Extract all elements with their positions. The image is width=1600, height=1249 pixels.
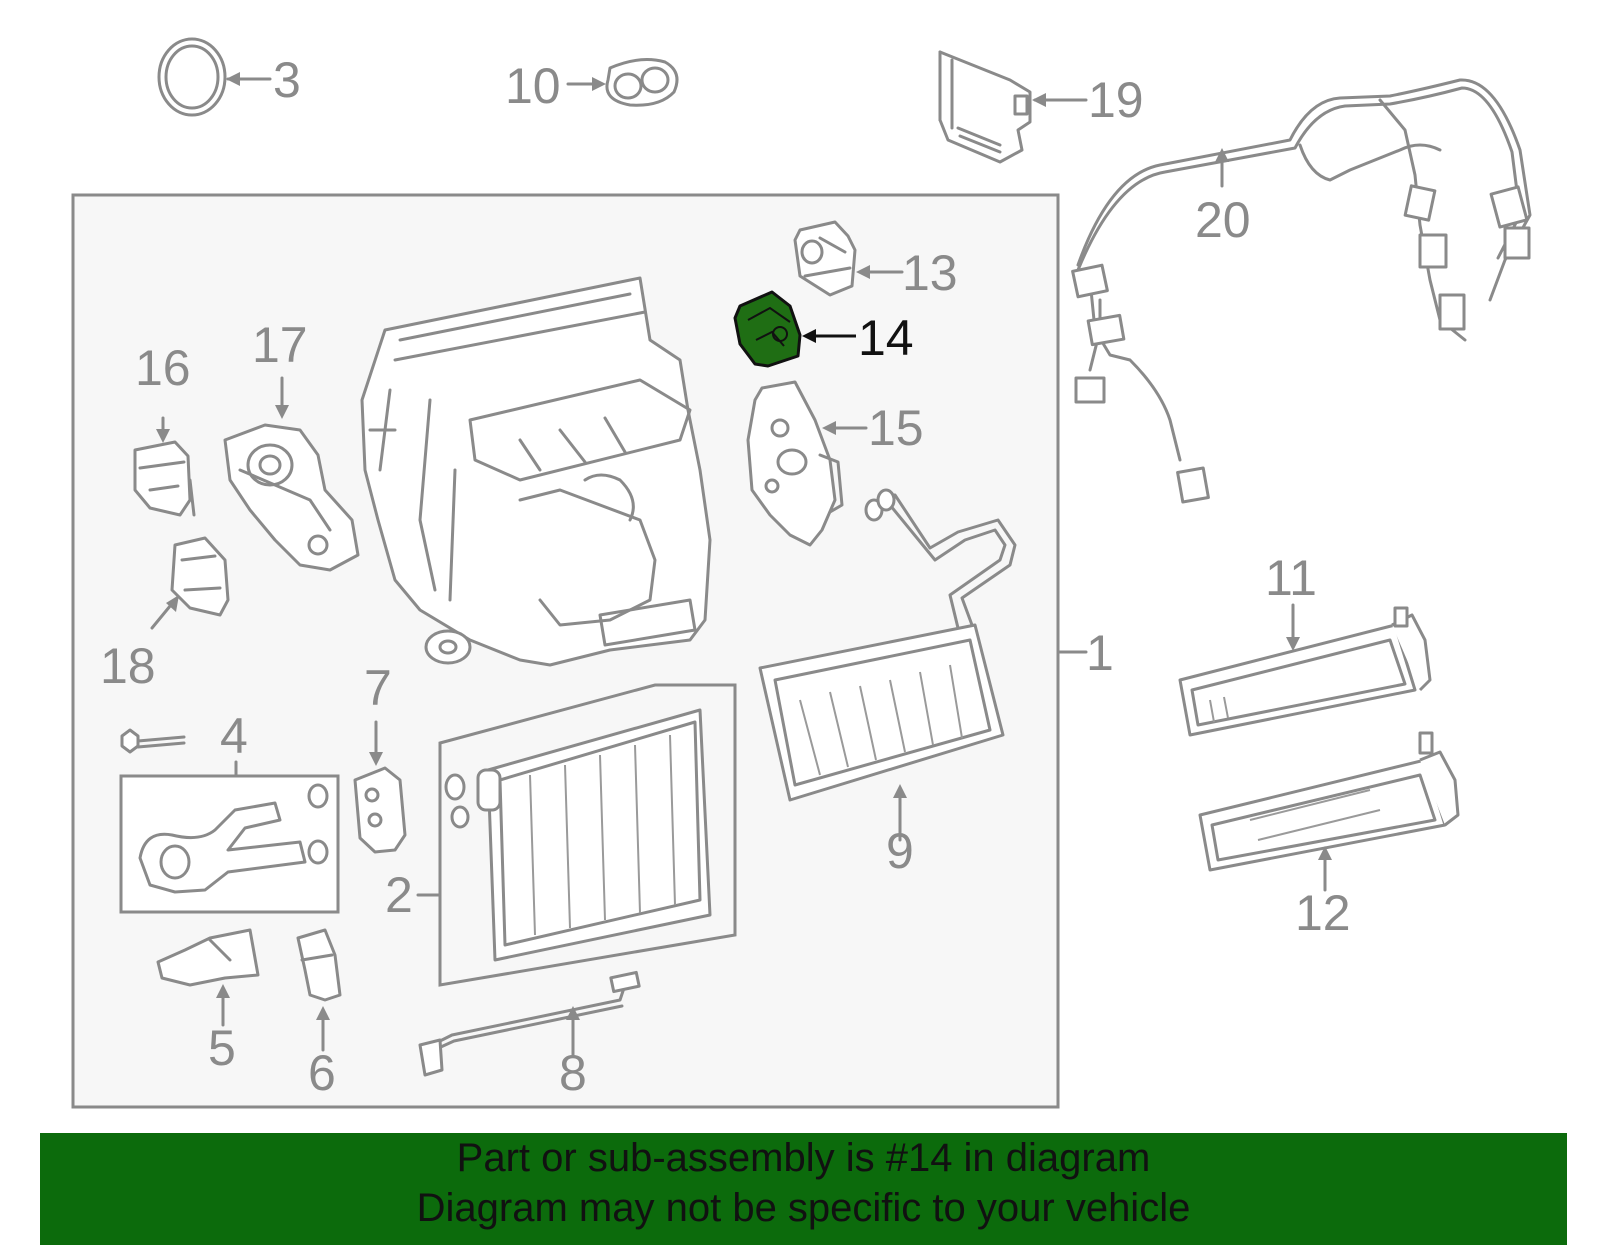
part-20[interactable] xyxy=(1071,78,1532,504)
label-3: 3 xyxy=(273,52,301,108)
label-14: 14 xyxy=(858,310,914,366)
part-3[interactable] xyxy=(157,37,272,117)
part-6[interactable] xyxy=(296,928,342,1052)
hvac-case[interactable] xyxy=(360,276,712,667)
label-18: 18 xyxy=(100,638,156,694)
part-7[interactable] xyxy=(353,720,407,854)
label-1: 1 xyxy=(1086,625,1114,681)
label-10: 10 xyxy=(505,58,561,114)
part-5[interactable] xyxy=(156,928,260,1027)
label-5: 5 xyxy=(208,1020,236,1076)
label-2: 2 xyxy=(385,867,413,923)
banner-line-1: Part or sub-assembly is #14 in diagram xyxy=(456,1136,1151,1180)
part-11[interactable] xyxy=(1178,603,1432,737)
part-4[interactable] xyxy=(119,728,340,914)
part-13[interactable] xyxy=(793,220,904,297)
part-2[interactable] xyxy=(416,683,737,987)
label-16: 16 xyxy=(135,340,191,396)
label-17: 17 xyxy=(252,317,308,373)
part-17[interactable] xyxy=(223,376,360,572)
part-19[interactable] xyxy=(938,50,1088,164)
part-15[interactable] xyxy=(746,380,868,547)
label-11: 11 xyxy=(1265,550,1317,606)
part-8[interactable] xyxy=(418,970,641,1077)
label-19: 19 xyxy=(1088,72,1144,128)
label-7: 7 xyxy=(364,660,392,716)
part-12[interactable] xyxy=(1198,731,1460,892)
label-4: 4 xyxy=(220,708,248,764)
info-banner: Part or sub-assembly is #14 in diagram D… xyxy=(40,1133,1567,1245)
part-10[interactable] xyxy=(566,58,679,107)
part-18[interactable] xyxy=(150,536,230,630)
label-13: 13 xyxy=(902,245,958,301)
label-15: 15 xyxy=(868,400,924,456)
label-6: 6 xyxy=(308,1045,336,1101)
label-12: 12 xyxy=(1295,885,1351,941)
label-20: 20 xyxy=(1195,192,1251,248)
part-9[interactable] xyxy=(758,488,1017,842)
part-14[interactable] xyxy=(733,290,856,368)
banner-line-2: Diagram may not be specific to your vehi… xyxy=(416,1186,1191,1230)
label-9: 9 xyxy=(886,823,914,879)
part-16[interactable] xyxy=(133,416,196,517)
label-8: 8 xyxy=(559,1045,587,1101)
